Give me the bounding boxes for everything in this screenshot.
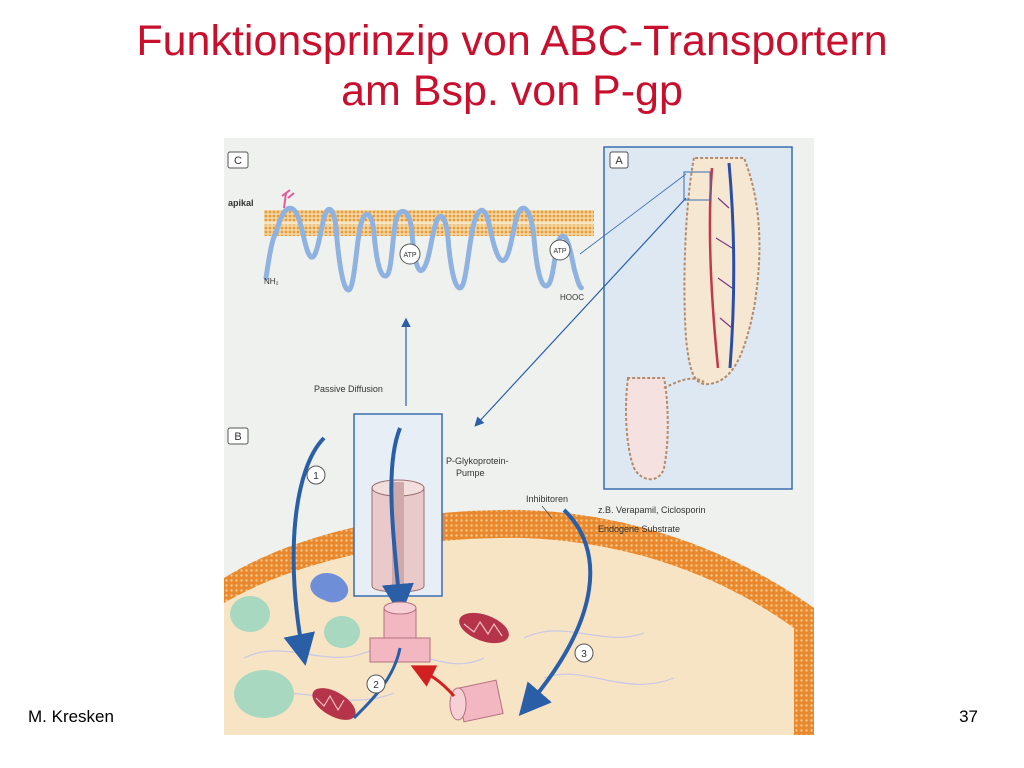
zoom-arrow-pump (474, 197, 687, 427)
panel-a-letter: A (615, 155, 623, 167)
step-3-label: 3 (581, 649, 587, 660)
step-2-label: 2 (373, 680, 379, 691)
nh2-label: NH₂ (264, 277, 279, 286)
substrate-molecule (310, 573, 349, 603)
arrow-step-2 (410, 665, 456, 697)
panel-c: C apikal ATP ATP NH₂ HOOC (227, 151, 594, 406)
zoom-box (683, 171, 711, 201)
inhibitors-label: Inhibitoren (526, 494, 568, 504)
page-number: 37 (959, 707, 978, 726)
passive-diffusion-label: Passive Diffusion (314, 384, 383, 394)
atp-site-1 (399, 243, 421, 265)
panel-c-letter: C (234, 155, 242, 167)
atp-label-1: ATP (403, 252, 416, 259)
vesicle-1 (230, 596, 270, 632)
step-2-badge (366, 674, 386, 694)
venule (727, 162, 736, 369)
pgp-diagram: C apikal ATP ATP NH₂ HOOC A B Passive Di… (224, 146, 814, 735)
endogenous-substrates-label: Endogene Substrate (598, 524, 680, 534)
arrow-step-1 (283, 436, 326, 666)
glycosylation-sites (281, 189, 295, 209)
atp-label-2: ATP (553, 248, 566, 255)
title-line-2: am Bsp. von P-gp (341, 67, 683, 115)
step-1-badge (306, 465, 326, 485)
inhibitor-examples-label: z.B. Verapamil, Ciclosporin (598, 505, 706, 515)
slide-title: Funktionsprinzip von ABC-Transportern am… (0, 16, 1024, 116)
pump-label-line2: Pumpe (456, 468, 485, 478)
vesicle-3 (234, 670, 294, 718)
villus-shape (683, 157, 761, 386)
pump-label-line1: P-Glykoprotein- (446, 456, 509, 466)
apical-label: apikal (228, 198, 254, 208)
step-1-label: 1 (313, 471, 319, 482)
pgp-polypeptide-chain (263, 205, 585, 293)
arrow-step-3 (518, 508, 593, 717)
zoom-line (579, 173, 687, 255)
panel-a: A (474, 146, 793, 490)
title-line-1: Funktionsprinzip von ABC-Transportern (136, 17, 888, 65)
step-3-badge (574, 643, 594, 663)
panel-c-box (227, 151, 249, 169)
panel-b-letter: B (234, 431, 241, 443)
pgp-figure: C apikal ATP ATP NH₂ HOOC A B Passive Di… (224, 138, 814, 735)
arteriole (708, 167, 720, 369)
footer-author: M. Kresken (28, 707, 114, 726)
panel-b: B Passive Diffusion P-Glykoprotein- Pump… (224, 384, 814, 735)
efflux-arrow (382, 427, 414, 616)
vesicle-2 (324, 616, 360, 648)
atp-site-2 (549, 239, 571, 261)
hooc-label: HOOC (560, 293, 584, 302)
crypt (625, 377, 669, 481)
